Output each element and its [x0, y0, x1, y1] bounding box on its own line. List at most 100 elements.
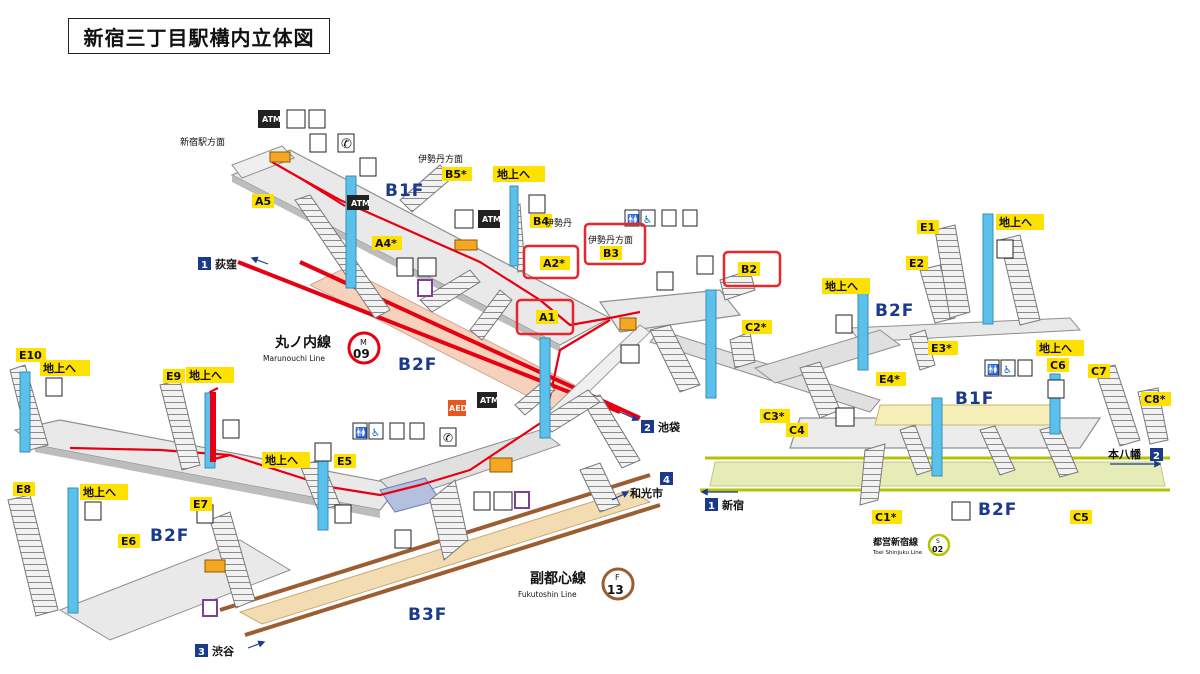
direction-ogikubo: 1 荻窪	[198, 256, 269, 271]
exit-tag-a2-star: A2*	[543, 257, 565, 270]
highlight-a1	[515, 298, 575, 336]
phone-icon	[439, 427, 457, 447]
svg-text:09: 09	[353, 347, 370, 361]
svg-text:ATM: ATM	[482, 215, 501, 224]
svg-text:池袋: 池袋	[658, 420, 681, 434]
elevator-icon	[394, 529, 412, 549]
ticket-gate	[619, 317, 637, 331]
exit-tag-bg	[530, 214, 552, 228]
svg-text:✆: ✆	[341, 137, 352, 152]
direction-ikebukuro: 2 池袋	[619, 411, 681, 434]
svg-text:1: 1	[708, 501, 715, 512]
up-label: 地上へ	[825, 279, 858, 293]
exit-tag-bg	[536, 310, 558, 324]
highlight-a2	[522, 244, 580, 280]
svg-text:ATM: ATM	[262, 115, 281, 124]
svg-text:🚻: 🚻	[987, 363, 999, 376]
exit-tag-b5-star: B5*	[445, 168, 467, 181]
exit-tag-bg	[334, 454, 356, 468]
phone-icon	[337, 133, 355, 153]
restroom-icon	[624, 209, 640, 227]
shinjuku-badge	[927, 533, 951, 557]
ticket-gate	[269, 151, 291, 163]
marunouchi-line-label: 丸ノ内線 Marunouchi Line M 09	[263, 331, 381, 365]
elevator-icon	[835, 314, 853, 334]
ticket-office-icon	[493, 491, 513, 511]
svg-text:F: F	[615, 573, 620, 582]
elevator-icon	[1047, 379, 1065, 399]
ticket-gate	[489, 457, 513, 473]
exit-tag-e10: E10	[19, 349, 42, 362]
svg-text:1: 1	[201, 260, 208, 271]
exit-tag-c1-star: C1*	[875, 511, 897, 524]
restroom-icon	[984, 359, 1000, 377]
exit-tag-bg	[742, 320, 772, 334]
exit-tag-e6: E6	[121, 535, 137, 548]
svg-text:✆: ✆	[443, 431, 453, 445]
priority-seat-icon	[514, 491, 530, 509]
coin-locker-icon	[473, 491, 491, 511]
exit-tag-bg	[1088, 364, 1110, 378]
baby-care-icon	[1017, 359, 1033, 377]
floor-label-b1f: B1F	[385, 181, 424, 201]
exit-tag-bg	[1141, 392, 1171, 406]
marunouchi-badge	[347, 331, 381, 365]
highlight-b2	[722, 250, 782, 288]
elevator-icon	[222, 419, 240, 439]
svg-text:ATM: ATM	[351, 199, 370, 208]
svg-text:荻窪: 荻窪	[215, 257, 237, 271]
shinjuku-station-direction: 新宿駅方面	[180, 136, 225, 148]
facility-icons: ATM ✆ ATM ATM 🚻 ♿	[45, 109, 1065, 617]
isetan-direction-2: 伊勢丹方面	[588, 234, 633, 246]
exit-tag-c3-star: C3*	[763, 410, 785, 423]
floor-label-b1f-east: B1F	[955, 389, 994, 409]
svg-text:♿: ♿	[371, 428, 380, 439]
elevator-icon	[996, 239, 1014, 259]
nursing-room-icon	[682, 209, 698, 227]
page-title: 新宿三丁目駅構内立体図	[68, 18, 330, 54]
priority-seat-icon	[202, 599, 218, 617]
aed-icon	[448, 400, 466, 416]
elevator-icon	[359, 157, 377, 177]
svg-text:本八幡: 本八幡	[1108, 447, 1142, 461]
isetan-direction-1: 伊勢丹方面	[418, 153, 463, 165]
floor-label-b2f-east-low: B2F	[978, 500, 1017, 520]
exit-tag-e2: E2	[909, 257, 924, 270]
svg-text:Toei Shinjuku Line: Toei Shinjuku Line	[872, 550, 923, 556]
up-label: 地上へ	[43, 361, 76, 375]
exit-tag-bg	[760, 409, 790, 423]
ticket-gate	[454, 239, 478, 251]
exit-tag-b2: B2	[741, 263, 757, 276]
exit-tag-e3-star: E3*	[931, 342, 952, 355]
exit-tag-bg	[252, 194, 274, 208]
elevator-icon	[696, 255, 714, 275]
fukutoshin-track-2	[244, 503, 661, 637]
exit-tag-c4: C4	[789, 424, 805, 437]
exit-tag-bg	[118, 534, 140, 548]
exit-tag-bg	[738, 262, 760, 276]
exit-tag-e1: E1	[920, 221, 935, 234]
exit-tag-bg	[928, 341, 958, 355]
atm-icon	[477, 392, 497, 408]
baby-care-icon	[389, 422, 405, 440]
exit-tag-bg	[16, 348, 46, 362]
svg-text:02: 02	[932, 545, 943, 554]
svg-text:♿: ♿	[1003, 365, 1012, 376]
svg-text:ATM: ATM	[480, 396, 499, 405]
svg-text:Marunouchi Line: Marunouchi Line	[263, 354, 325, 363]
coin-locker-icon	[396, 257, 414, 277]
restroom-icon	[352, 422, 368, 440]
up-label: 地上へ	[83, 485, 116, 499]
svg-text:♿: ♿	[643, 215, 652, 226]
floor-label-b2f-west: B2F	[150, 526, 189, 546]
exit-tag-c8-star: C8*	[1144, 393, 1166, 406]
svg-text:副都心線: 副都心線	[530, 570, 586, 587]
exit-tag-b4: B4	[533, 215, 549, 228]
ticket-office-icon	[620, 344, 640, 364]
exit-tag-e5: E5	[337, 455, 352, 468]
exit-tag-bg	[872, 510, 902, 524]
exit-tag-c5: C5	[1073, 511, 1089, 524]
